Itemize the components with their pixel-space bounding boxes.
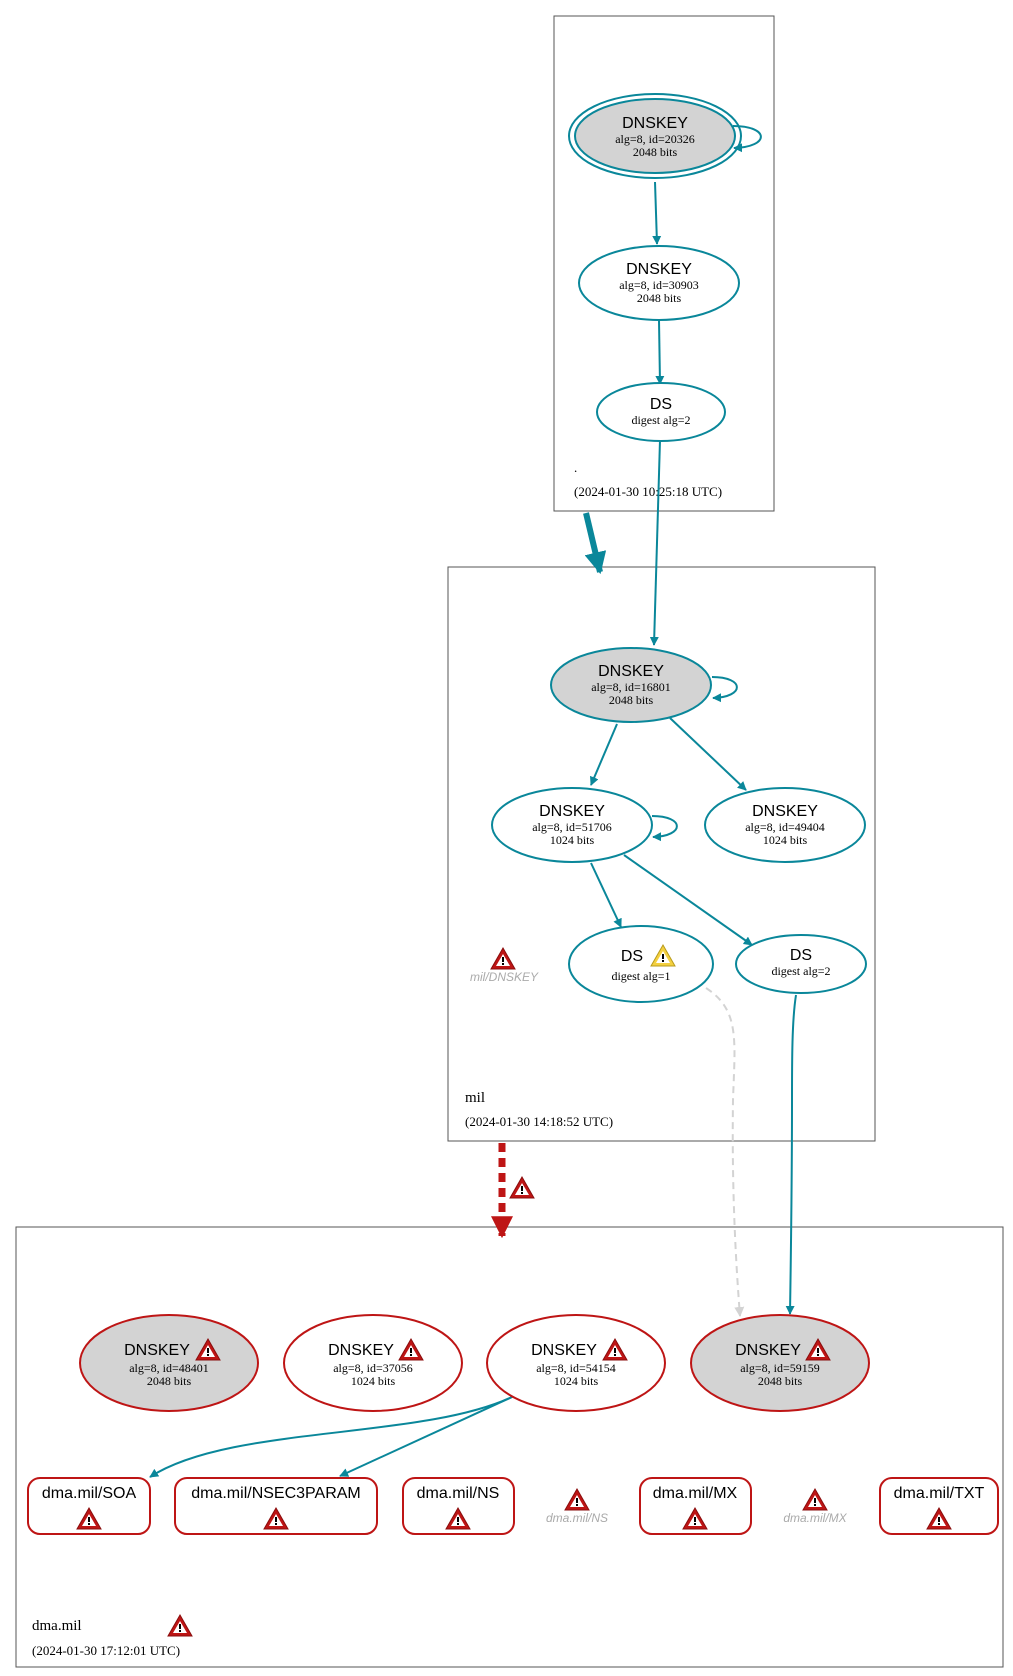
node-detail: alg=8, id=54154 bbox=[536, 1361, 616, 1375]
edge-root-ksk-zsk bbox=[652, 181, 662, 245]
node-detail: alg=8, id=16801 bbox=[591, 680, 671, 694]
node-detail: digest alg=2 bbox=[771, 964, 830, 978]
node-rr-mx-error[interactable]: dma.mil/MX bbox=[783, 1488, 848, 1525]
zone-mil-name: mil bbox=[465, 1090, 485, 1106]
node-dma-k2[interactable]: DNSKEY alg=8, id=37056 1024 bits bbox=[283, 1314, 463, 1412]
node-bits: 2048 bits bbox=[637, 291, 682, 305]
zone-mil-box bbox=[447, 566, 876, 1142]
node-label: dma.mil/NS bbox=[417, 1485, 500, 1502]
node-dma-k4[interactable]: DNSKEY alg=8, id=59159 2048 bits bbox=[690, 1314, 870, 1412]
edge-mil-zsk1-self bbox=[651, 815, 678, 842]
zone-dma-timestamp: (2024-01-30 17:12:01 UTC) bbox=[32, 1643, 180, 1658]
node-mil-ksk[interactable]: DNSKEY alg=8, id=16801 2048 bits bbox=[550, 647, 712, 723]
rr-ns-error-icon bbox=[564, 1488, 590, 1511]
zone-dma-box bbox=[15, 1226, 1004, 1668]
node-label: dma.mil/MX bbox=[783, 1511, 847, 1525]
node-mil-ds2[interactable]: DS digest alg=2 bbox=[735, 934, 867, 994]
zone-root-timestamp: (2024-01-30 10:25:18 UTC) bbox=[574, 484, 722, 499]
zone-dma-name: dma.mil bbox=[32, 1618, 82, 1634]
node-label: mil/DNSKEY bbox=[470, 970, 539, 984]
node-title: DNSKEY bbox=[626, 261, 692, 278]
node-detail: alg=8, id=37056 bbox=[333, 1361, 413, 1375]
edges bbox=[149, 125, 797, 1478]
node-root-zsk[interactable]: DNSKEY alg=8, id=30903 2048 bits bbox=[578, 245, 740, 321]
node-dma-k3[interactable]: DNSKEY alg=8, id=54154 1024 bits bbox=[486, 1314, 666, 1412]
edge-mil-ksk-self bbox=[711, 676, 738, 703]
node-detail: alg=8, id=51706 bbox=[532, 820, 612, 834]
edge-mil-ksk-zsk2 bbox=[669, 717, 747, 791]
zone-mil-timestamp: (2024-01-30 14:18:52 UTC) bbox=[465, 1114, 613, 1129]
zone-dma-mil: dma.mil (2024-01-30 17:12:01 UTC) bbox=[15, 1226, 1004, 1668]
node-rr-mx[interactable]: dma.mil/MX bbox=[639, 1477, 752, 1535]
edge-root-ds-mil-ksk bbox=[649, 439, 661, 646]
node-mil-ds1[interactable]: DS digest alg=1 bbox=[568, 925, 714, 1003]
node-bits: 1024 bits bbox=[763, 833, 808, 847]
edge-mil-zsk1-ds2 bbox=[623, 854, 753, 946]
node-bits: 1024 bits bbox=[351, 1374, 396, 1388]
edge-mil-zsk1-ds1 bbox=[590, 862, 622, 928]
rr-mx-error-icon bbox=[802, 1488, 828, 1511]
edge-mil-ds2-dma-k4 bbox=[785, 994, 797, 1315]
node-bits: 2048 bits bbox=[758, 1374, 803, 1388]
node-root-ksk[interactable]: DNSKEY alg=8, id=20326 2048 bits bbox=[568, 93, 742, 179]
edge-mil-ds1-dma-k4 bbox=[705, 987, 745, 1317]
node-dma-k1[interactable]: DNSKEY alg=8, id=48401 2048 bits bbox=[79, 1314, 259, 1412]
node-rr-soa[interactable]: dma.mil/SOA bbox=[27, 1477, 151, 1535]
node-title: DS bbox=[621, 948, 643, 965]
node-title: DNSKEY bbox=[735, 1342, 801, 1359]
node-detail: alg=8, id=30903 bbox=[619, 278, 699, 292]
node-mil-zsk2[interactable]: DNSKEY alg=8, id=49404 1024 bits bbox=[704, 787, 866, 863]
zone-root-box bbox=[553, 15, 775, 512]
mil-dnskey-error-icon bbox=[490, 947, 516, 970]
zone-mil: mil (2024-01-30 14:18:52 UTC) bbox=[447, 566, 876, 1142]
node-label: dma.mil/NS bbox=[546, 1511, 608, 1525]
node-title: DNSKEY bbox=[622, 115, 688, 132]
node-root-ds[interactable]: DS digest alg=2 bbox=[596, 382, 726, 442]
node-rr-ns[interactable]: dma.mil/NS bbox=[402, 1477, 515, 1535]
node-rr-txt[interactable]: dma.mil/TXT bbox=[879, 1477, 999, 1535]
node-bits: 2048 bits bbox=[609, 693, 654, 707]
node-detail: alg=8, id=49404 bbox=[745, 820, 825, 834]
node-bits: 1024 bits bbox=[554, 1374, 599, 1388]
edge-root-zsk-ds bbox=[655, 319, 665, 385]
node-detail: alg=8, id=59159 bbox=[740, 1361, 820, 1375]
edge-root-ksk-self bbox=[732, 125, 762, 153]
node-title: DS bbox=[790, 947, 812, 964]
node-title: DNSKEY bbox=[531, 1342, 597, 1359]
node-title: DS bbox=[650, 396, 672, 413]
node-rr-ns-error[interactable]: dma.mil/NS bbox=[546, 1488, 608, 1525]
node-detail: digest alg=1 bbox=[611, 969, 670, 983]
node-detail: alg=8, id=20326 bbox=[615, 132, 695, 146]
zone-root: . (2024-01-30 10:25:18 UTC) bbox=[553, 15, 775, 512]
node-title: DNSKEY bbox=[124, 1342, 190, 1359]
node-mil-dnskey-error[interactable]: mil/DNSKEY bbox=[470, 947, 539, 984]
node-label: dma.mil/NSEC3PARAM bbox=[191, 1485, 361, 1502]
node-rr-nsec3param[interactable]: dma.mil/NSEC3PARAM bbox=[174, 1477, 378, 1535]
node-mil-zsk1[interactable]: DNSKEY alg=8, id=51706 1024 bits bbox=[491, 787, 653, 863]
node-label: dma.mil/SOA bbox=[42, 1485, 137, 1502]
node-bits: 1024 bits bbox=[550, 833, 595, 847]
node-label: dma.mil/TXT bbox=[894, 1485, 985, 1502]
node-title: DNSKEY bbox=[598, 663, 664, 680]
node-detail: digest alg=2 bbox=[631, 413, 690, 427]
edge-delegation-root-mil bbox=[583, 512, 607, 575]
node-label: dma.mil/MX bbox=[653, 1485, 738, 1502]
edge-dma-k3-soa bbox=[149, 1396, 513, 1478]
zone-root-name: . bbox=[574, 460, 577, 475]
edge-dma-k3-nsec3param bbox=[339, 1396, 513, 1477]
node-title: DNSKEY bbox=[539, 803, 605, 820]
node-title: DNSKEY bbox=[328, 1342, 394, 1359]
edge-mil-ksk-zsk1 bbox=[590, 723, 618, 786]
zone-dma-error-icon bbox=[167, 1614, 193, 1637]
node-bits: 2048 bits bbox=[633, 145, 678, 159]
node-detail: alg=8, id=48401 bbox=[129, 1361, 209, 1375]
node-title: DNSKEY bbox=[752, 803, 818, 820]
node-bits: 2048 bits bbox=[147, 1374, 192, 1388]
delegation-mil-dma-error-icon bbox=[509, 1176, 535, 1199]
